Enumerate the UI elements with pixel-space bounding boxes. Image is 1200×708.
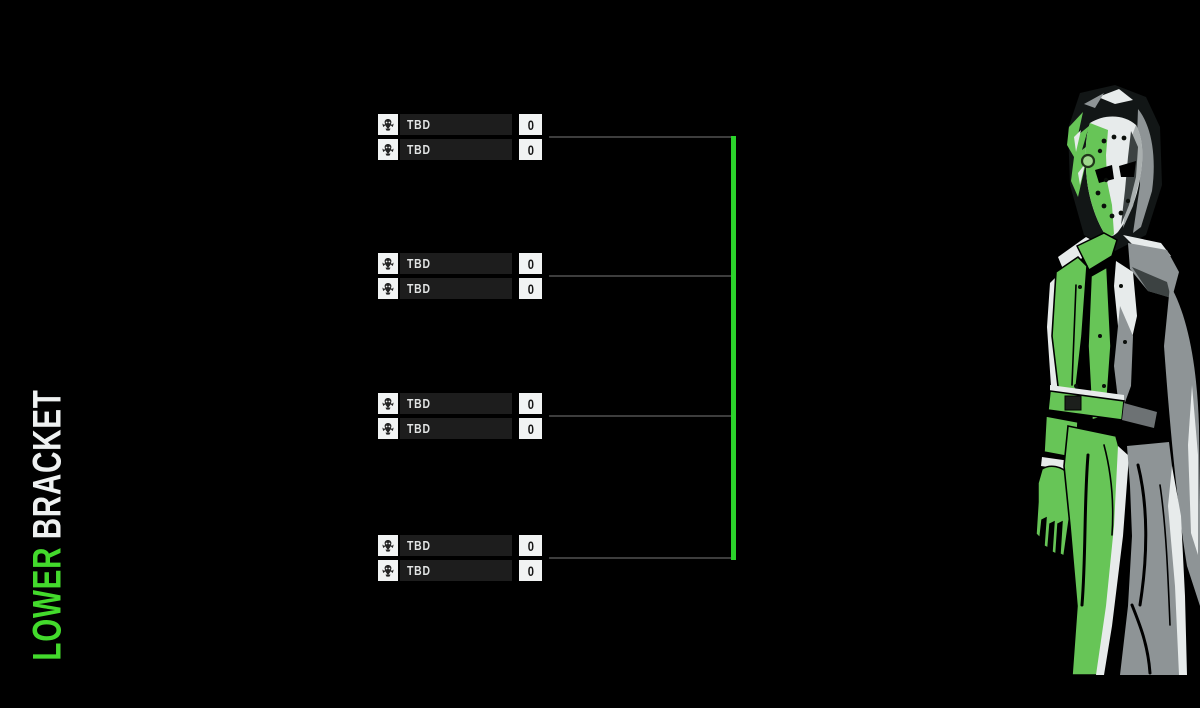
skull-emblem-icon — [378, 114, 398, 135]
skull-emblem-icon — [378, 139, 398, 160]
team-name: TBD — [400, 114, 512, 135]
team-name: TBD — [400, 535, 512, 556]
skull-emblem-icon — [378, 393, 398, 414]
team-row[interactable]: TBD 0 — [378, 418, 542, 439]
skull-emblem-icon — [378, 418, 398, 439]
team-name: TBD — [400, 253, 512, 274]
bracket-match-3[interactable]: TBD 0 TBD 0 — [378, 393, 542, 443]
team-row[interactable]: TBD 0 — [378, 278, 542, 299]
team-name: TBD — [400, 560, 512, 581]
team-score: 0 — [519, 560, 542, 581]
team-name: TBD — [400, 139, 512, 160]
connector-line — [549, 275, 733, 277]
bracket-match-2[interactable]: TBD 0 TBD 0 — [378, 253, 542, 303]
team-row[interactable]: TBD 0 — [378, 139, 542, 160]
team-row[interactable]: TBD 0 — [378, 114, 542, 135]
team-score: 0 — [519, 278, 542, 299]
skull-emblem-icon — [378, 278, 398, 299]
skull-emblem-icon — [378, 535, 398, 556]
team-score: 0 — [519, 418, 542, 439]
page-title-lower: LOWER — [25, 546, 70, 661]
team-name: TBD — [400, 393, 512, 414]
team-score: 0 — [519, 139, 542, 160]
team-name: TBD — [400, 418, 512, 439]
team-row[interactable]: TBD 0 — [378, 253, 542, 274]
bracket-match-4[interactable]: TBD 0 TBD 0 — [378, 535, 542, 585]
team-score: 0 — [519, 253, 542, 274]
page-title: LOWER BRACKET — [26, 342, 71, 708]
bracket-green-bar — [731, 136, 736, 560]
team-name: TBD — [400, 278, 512, 299]
skull-emblem-icon — [378, 560, 398, 581]
connector-line — [549, 557, 733, 559]
team-row[interactable]: TBD 0 — [378, 560, 542, 581]
team-row[interactable]: TBD 0 — [378, 393, 542, 414]
masked-character-illustration — [1035, 85, 1200, 675]
page-title-bracket: BRACKET — [25, 389, 70, 540]
lower-bracket-screen: LOWER BRACKET TBD 0 TBD 0 TBD 0 — [26, 85, 1200, 675]
team-row[interactable]: TBD 0 — [378, 535, 542, 556]
skull-emblem-icon — [378, 253, 398, 274]
team-score: 0 — [519, 114, 542, 135]
bracket-match-1[interactable]: TBD 0 TBD 0 — [378, 114, 542, 164]
connector-line — [549, 136, 733, 138]
connector-line — [549, 415, 733, 417]
team-score: 0 — [519, 393, 542, 414]
team-score: 0 — [519, 535, 542, 556]
